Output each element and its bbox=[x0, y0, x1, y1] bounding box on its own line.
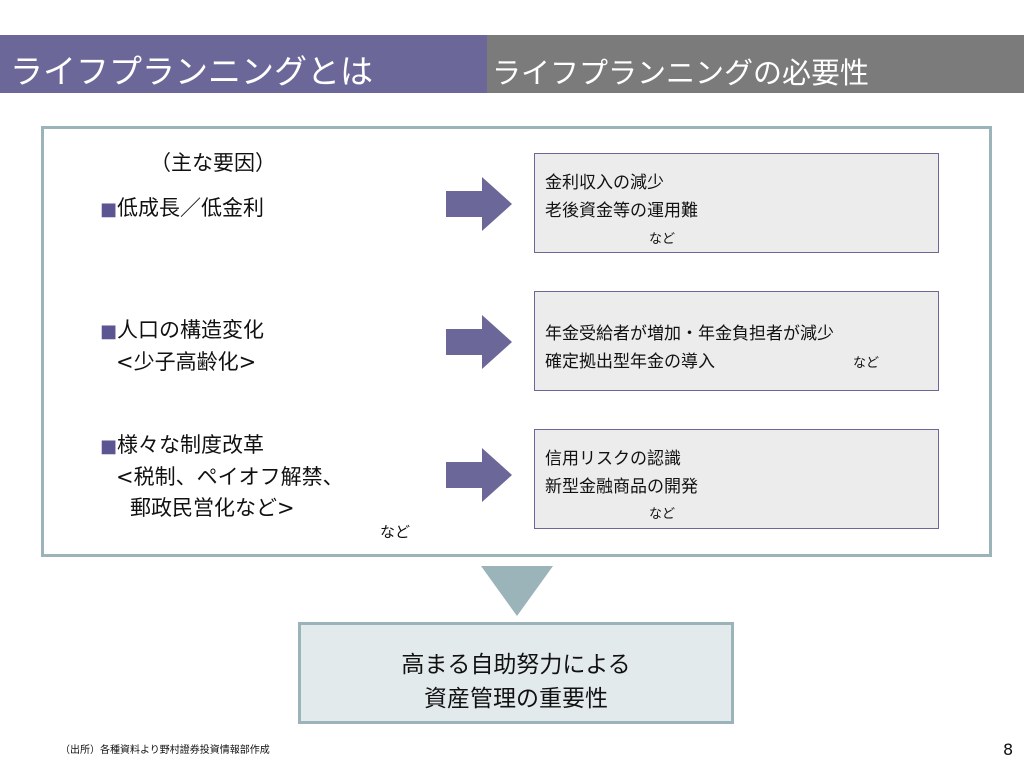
factor-item-3-line-2: <税制、ペイオフ解禁、 bbox=[116, 465, 344, 489]
bullet-icon: ■ bbox=[100, 199, 118, 220]
result-3-line-1: 信用リスクの認識 bbox=[545, 449, 681, 469]
factor-item-1: ■低成長／低金利 bbox=[100, 193, 264, 225]
result-1-line-1: 金利収入の減少 bbox=[545, 173, 664, 193]
result-box-3: 信用リスクの認識 新型金融商品の開発 など bbox=[534, 429, 939, 529]
down-arrow-icon bbox=[481, 566, 553, 616]
page-number: 8 bbox=[1003, 740, 1014, 759]
result-3-line-2: 新型金融商品の開発 bbox=[545, 477, 698, 497]
conclusion-box: 高まる自助努力による 資産管理の重要性 bbox=[298, 622, 734, 724]
bullet-icon: ■ bbox=[100, 321, 118, 342]
factor-item-2-line-1: 人口の構造変化 bbox=[117, 318, 265, 342]
factors-trailing-note: など bbox=[380, 523, 411, 541]
factor-item-3: ■様々な制度改革 <税制、ペイオフ解禁、 郵政民営化など> bbox=[100, 430, 344, 524]
conclusion-line-2: 資産管理の重要性 bbox=[424, 686, 608, 712]
result-box-1: 金利収入の減少 老後資金等の運用難 など bbox=[534, 153, 939, 253]
result-2-line-1: 年金受給者が増加・年金負担者が減少 bbox=[545, 324, 834, 344]
factor-item-2: ■人口の構造変化 <少子高齢化> bbox=[100, 315, 264, 378]
factors-heading: （主な要因） bbox=[150, 151, 276, 175]
result-2-note: など bbox=[853, 356, 880, 371]
factor-item-3-line-3: 郵政民営化など> bbox=[130, 496, 295, 520]
result-1-note: など bbox=[649, 232, 676, 247]
factor-item-2-line-2: <少子高齢化> bbox=[116, 350, 257, 374]
source-note: （出所）各種資料より野村證券投資情報部作成 bbox=[60, 745, 270, 756]
factor-item-3-line-1: 様々な制度改革 bbox=[117, 433, 265, 457]
result-box-2: 年金受給者が増加・年金負担者が減少 確定拠出型年金の導入 など bbox=[534, 291, 939, 391]
right-arrow-icon bbox=[446, 448, 512, 502]
right-arrow-icon bbox=[446, 315, 512, 369]
header-left-title: ライフプランニングとは bbox=[10, 52, 373, 91]
result-3-note: など bbox=[649, 507, 676, 522]
factor-item-1-line-1: 低成長／低金利 bbox=[117, 196, 265, 220]
right-arrow-icon bbox=[446, 177, 512, 231]
bullet-icon: ■ bbox=[100, 436, 118, 457]
result-1-line-2: 老後資金等の運用難 bbox=[545, 201, 698, 221]
header-left-bar: ライフプランニングとは bbox=[0, 35, 487, 93]
result-2-line-2: 確定拠出型年金の導入 bbox=[545, 352, 715, 372]
header-right-bar: ライフプランニングの必要性 bbox=[487, 35, 1024, 93]
conclusion-line-1: 高まる自助努力による bbox=[401, 652, 631, 678]
header-right-title: ライフプランニングの必要性 bbox=[492, 56, 870, 90]
